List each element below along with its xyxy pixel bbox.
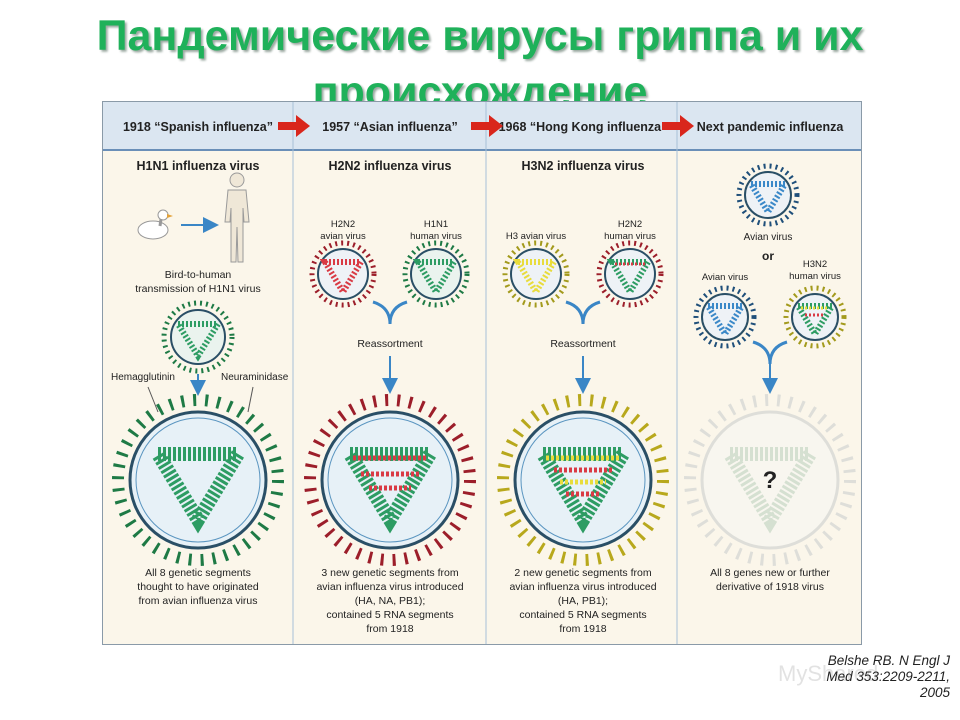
citation-line-2: Med 353:2209-2211, — [826, 669, 950, 684]
caption-h2n2-3: (HA, NA, PB1); — [355, 595, 426, 607]
large-h1n1-virus — [112, 394, 284, 566]
h3n2-human-label-2: human virus — [789, 271, 841, 282]
timeline-arrow-1 — [278, 115, 310, 137]
large-h3n2-virus — [497, 394, 669, 566]
h2n2-human-virus — [596, 240, 664, 308]
caption-h3n2-5: from 1918 — [559, 623, 606, 635]
avian-virus-left-label: Avian virus — [702, 272, 749, 283]
large-h2n2-virus — [304, 394, 476, 566]
timeline-label-next: Next pandemic influenza — [697, 120, 845, 134]
transmission-label-2: transmission of H1N1 virus — [135, 283, 260, 295]
h3n2-human-virus — [783, 285, 847, 349]
timeline-label-1918: 1918 “Spanish influenza” — [123, 120, 273, 134]
caption-next-2: derivative of 1918 virus — [716, 581, 824, 593]
unknown-future-virus — [684, 394, 856, 566]
h3-avian-label: H3 avian virus — [506, 231, 566, 242]
citation-line-3: 2005 — [919, 685, 950, 700]
or-text: or — [762, 249, 774, 263]
citation-line-1: Belshe RB. N Engl J — [827, 653, 950, 668]
h1n1-human-virus — [402, 240, 470, 308]
caption-h3n2-2: avian influenza virus introduced — [509, 581, 656, 593]
avian-virus-top-label: Avian virus — [744, 232, 793, 243]
diagram-canvas: 1918 “Spanish influenza” 1957 “Asian inf… — [103, 102, 861, 644]
caption-next-1: All 8 genes new or further — [710, 567, 830, 579]
slide-title: Пандемические вирусы гриппа и их происхо… — [0, 8, 960, 120]
caption-h2n2-2: avian influenza virus introduced — [316, 581, 463, 593]
unknown-question-mark: ? — [763, 467, 778, 494]
timeline-label-1957: 1957 “Asian influenza” — [322, 120, 457, 134]
h2n2-avian-virus — [309, 240, 377, 308]
duck-icon — [137, 209, 173, 240]
heading-h2n2: H2N2 influenza virus — [329, 159, 452, 173]
caption-h2n2-1: 3 new genetic segments from — [321, 567, 458, 579]
avian-virus-left — [693, 285, 757, 349]
timeline-arrow-3 — [662, 115, 694, 137]
watermark: MyShared — [778, 661, 879, 686]
pandemic-diagram: 1918 “Spanish influenza” 1957 “Asian inf… — [102, 101, 862, 645]
caption-h1n1-3: from avian influenza virus — [138, 595, 257, 607]
avian-virus-top — [736, 163, 800, 227]
h2n2-human-label-1: H2N2 — [618, 219, 642, 230]
citation: Belshe RB. N Engl J Med 353:2209-2211, 2… — [750, 653, 950, 701]
h2n2-avian-label-2: avian virus — [320, 231, 366, 242]
heading-h3n2: H3N2 influenza virus — [522, 159, 645, 173]
caption-h1n1-2: thought to have originated — [137, 581, 259, 593]
h3-avian-virus — [502, 240, 570, 308]
h2n2-human-label-2: human virus — [604, 231, 656, 242]
h1n1-human-label-1: H1N1 — [424, 219, 448, 230]
heading-h1n1: H1N1 influenza virus — [137, 159, 260, 173]
transmission-label-1: Bird-to-human — [165, 269, 232, 281]
human-figure-icon — [224, 172, 250, 263]
caption-h2n2-4: contained 5 RNA segments — [326, 609, 453, 621]
caption-h1n1-1: All 8 genetic segments — [145, 567, 251, 579]
small-h1n1-virus — [161, 300, 235, 374]
caption-h3n2-4: contained 5 RNA segments — [519, 609, 646, 621]
title-line-1: Пандемические вирусы гриппа и их — [96, 12, 864, 60]
timeline-arrow-2 — [471, 115, 503, 137]
hemagglutinin-label: Hemagglutinin — [111, 372, 175, 383]
caption-h3n2-1: 2 new genetic segments from — [514, 567, 651, 579]
caption-h2n2-5: from 1918 — [366, 623, 413, 635]
timeline-label-1968: 1968 “Hong Kong influenza” — [499, 120, 668, 134]
h1n1-human-label-2: human virus — [410, 231, 462, 242]
h2n2-avian-label-1: H2N2 — [331, 219, 355, 230]
h3n2-human-label-1: H3N2 — [803, 259, 827, 270]
reassortment-label-2: Reassortment — [550, 338, 615, 350]
neuraminidase-label: Neuraminidase — [221, 372, 289, 383]
caption-h3n2-3: (HA, PB1); — [558, 595, 608, 607]
reassortment-label-1: Reassortment — [357, 338, 422, 350]
